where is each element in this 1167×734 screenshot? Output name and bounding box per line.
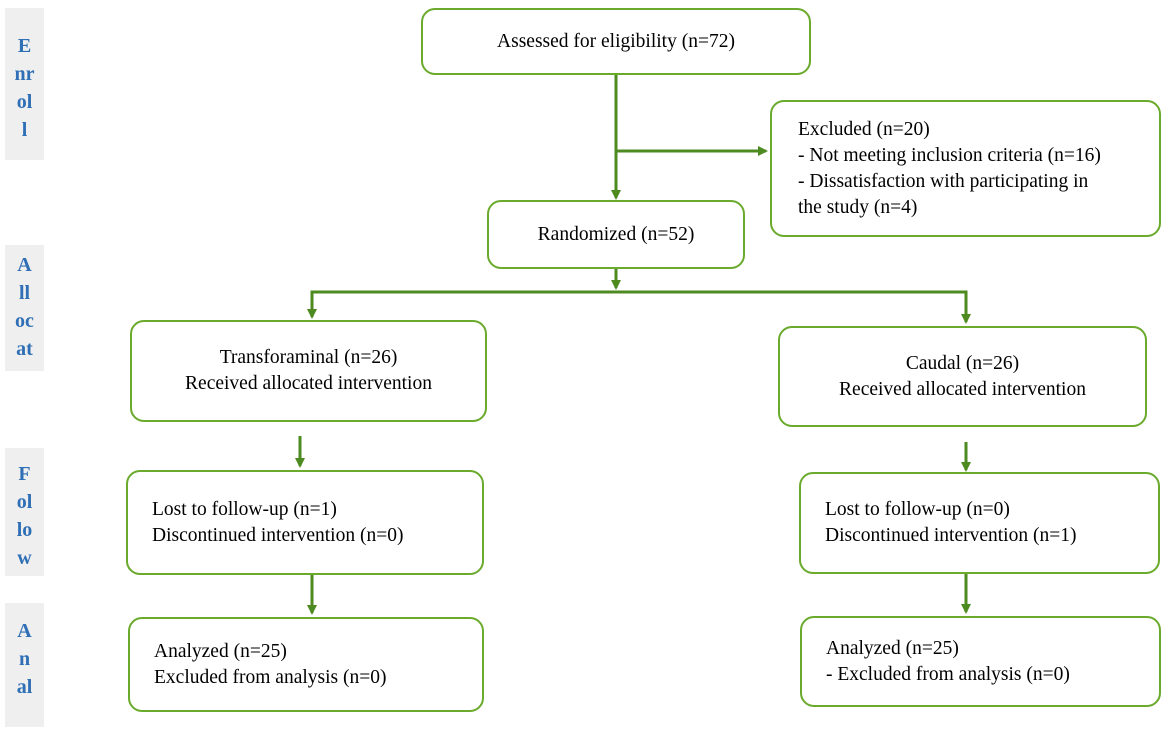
stage-label-follow-up: F ol lo w [5, 448, 44, 576]
stage-label-text: ol [16, 91, 33, 113]
stage-label-text: oc [15, 310, 34, 332]
analysis-left-analyzed: Analyzed (n=25) [154, 640, 287, 662]
followup-left-lost: Lost to follow-up (n=1) [152, 498, 337, 520]
stage-label-text: E [17, 35, 32, 57]
excluded-reason-1: - Not meeting inclusion criteria (n=16) [798, 144, 1101, 166]
stage-label-text: n [18, 648, 31, 670]
stage-label-allocation: A ll oc at [5, 245, 44, 371]
followup-left-discontinued: Discontinued intervention (n=0) [152, 524, 404, 546]
excluded-reason-2-cont: the study (n=4) [798, 196, 918, 218]
transforaminal-box: Transforaminal (n=26) Received allocated… [130, 320, 487, 422]
randomized-text: Randomized (n=52) [537, 223, 695, 245]
caudal-box: Caudal (n=26) Received allocated interve… [778, 326, 1147, 427]
transforaminal-subtitle: Received allocated intervention [185, 373, 432, 394]
stage-label-text: lo [16, 519, 33, 541]
stage-label-text: al [16, 676, 33, 698]
analysis-left-excluded: Excluded from analysis (n=0) [154, 666, 387, 688]
stage-label-text: ll [18, 282, 31, 304]
stage-label-enrollment: E nr ol l [5, 8, 44, 160]
assessed-box: Assessed for eligibility (n=72) [421, 8, 811, 75]
stage-label-text: A [17, 620, 32, 642]
analysis-right-analyzed: Analyzed (n=25) [826, 637, 959, 659]
assessed-text: Assessed for eligibility (n=72) [497, 30, 735, 52]
followup-right-box: Lost to follow-up (n=0) Discontinued int… [799, 472, 1160, 574]
followup-left-box: Lost to follow-up (n=1) Discontinued int… [126, 470, 484, 575]
stage-label-text: F [18, 463, 31, 485]
stage-label-text: l [21, 119, 28, 141]
followup-right-discontinued: Discontinued intervention (n=1) [825, 525, 1077, 546]
caudal-title: Caudal (n=26) [905, 352, 1020, 374]
stage-label-text: ol [16, 491, 33, 513]
followup-right-lost: Lost to follow-up (n=0) [825, 499, 1010, 520]
excluded-reason-2: - Dissatisfaction with participating in [798, 170, 1089, 192]
excluded-box: Excluded (n=20) - Not meeting inclusion … [770, 100, 1161, 237]
stage-label-text: at [16, 338, 33, 360]
stage-label-analysis: A n al [5, 603, 44, 727]
caudal-subtitle: Received allocated intervention [839, 378, 1086, 400]
randomized-box: Randomized (n=52) [487, 200, 745, 269]
transforaminal-title: Transforaminal (n=26) [219, 347, 398, 368]
arrow-split-left [307, 290, 616, 319]
stage-label-text: A [17, 254, 32, 276]
stage-label-text: nr [14, 63, 35, 85]
analysis-right-box: Analyzed (n=25) - Excluded from analysis… [800, 616, 1161, 707]
excluded-title: Excluded (n=20) [798, 118, 930, 140]
analysis-right-excluded: - Excluded from analysis (n=0) [826, 663, 1070, 685]
analysis-left-box: Analyzed (n=25) Excluded from analysis (… [128, 617, 484, 712]
arrow-split-right [616, 290, 971, 324]
stage-label-text: w [17, 547, 32, 569]
